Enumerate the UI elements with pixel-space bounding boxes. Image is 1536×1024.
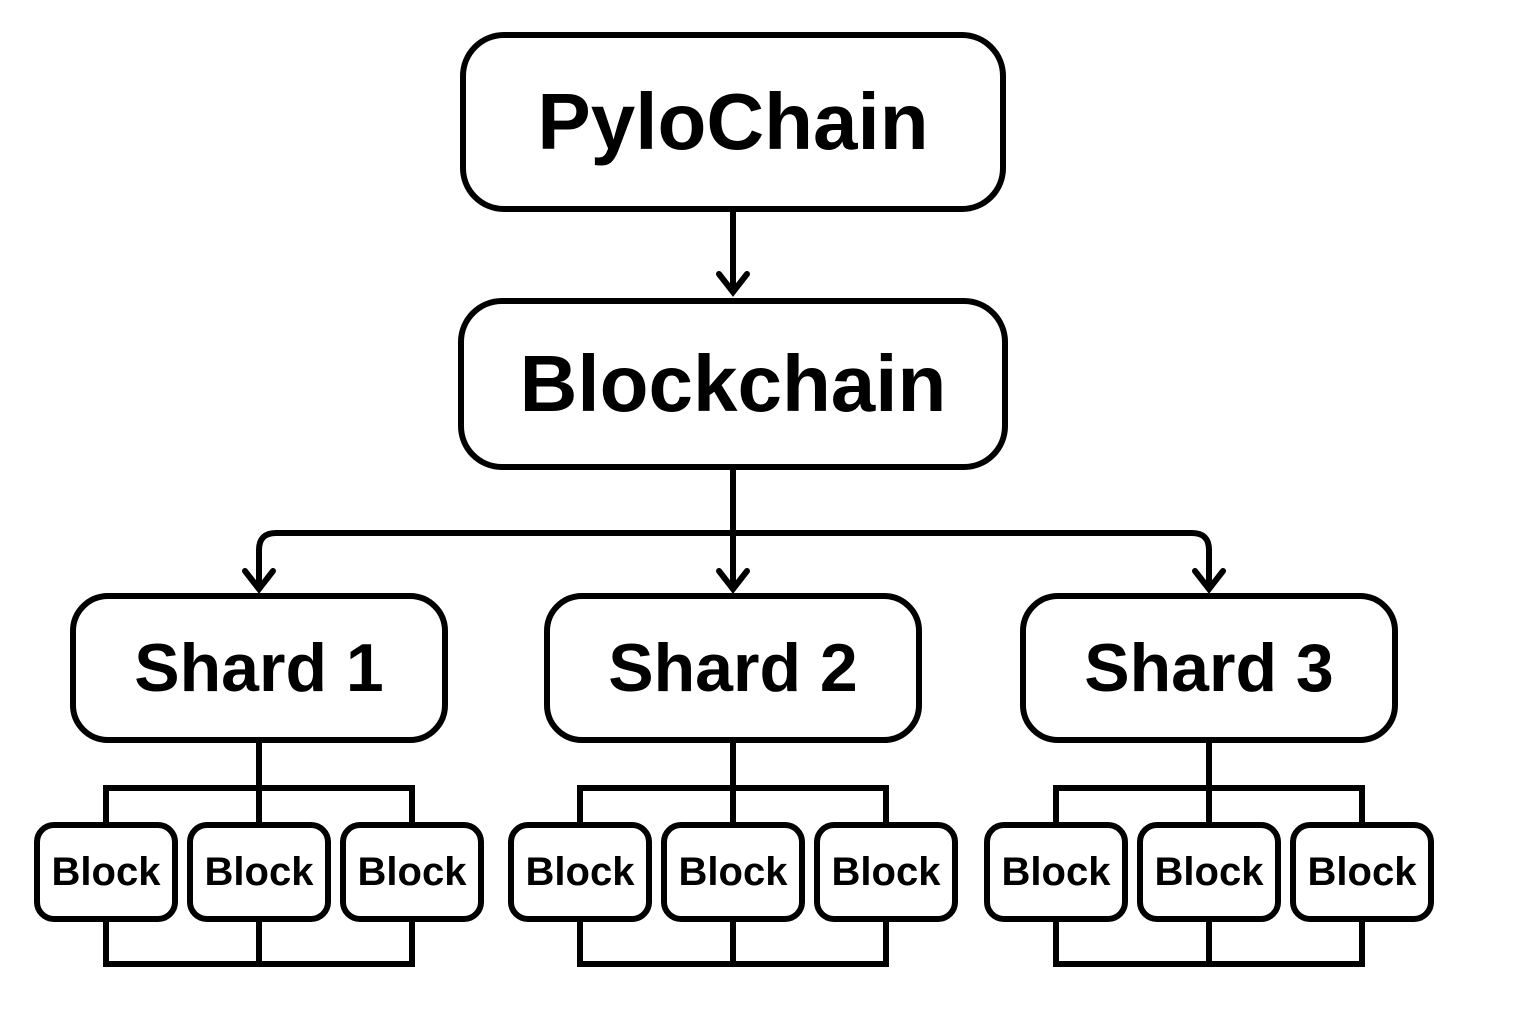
node-blockchain-label: Blockchain <box>519 339 947 428</box>
bus-shard2-top <box>577 785 889 822</box>
bus-shard1-top <box>103 785 415 822</box>
node-block-label: Block <box>1307 849 1417 894</box>
node-block-label: Block <box>678 849 788 894</box>
node-block: Block <box>984 822 1128 922</box>
node-shard-3-label: Shard 3 <box>1084 630 1334 706</box>
node-block: Block <box>34 822 178 922</box>
node-shard-2: Shard 2 <box>544 593 922 743</box>
node-block: Block <box>340 822 484 922</box>
node-block-label: Block <box>525 849 635 894</box>
edge-blockchain-to-shard3 <box>733 530 1212 588</box>
node-blockchain: Blockchain <box>458 298 1008 470</box>
arrowhead-blockchain <box>716 271 750 297</box>
node-shard-1-label: Shard 1 <box>134 630 384 706</box>
node-shard-2-label: Shard 2 <box>608 630 858 706</box>
node-pylochain-label: PyloChain <box>537 77 929 166</box>
node-block: Block <box>508 822 652 922</box>
bus-shard3-top <box>1053 785 1365 822</box>
node-block: Block <box>661 822 805 922</box>
arrowhead-shard1 <box>242 568 276 594</box>
node-block: Block <box>814 822 958 922</box>
node-block-label: Block <box>1154 849 1264 894</box>
arrowhead-shard2 <box>716 568 750 594</box>
node-block-label: Block <box>831 849 941 894</box>
node-block: Block <box>1290 822 1434 922</box>
edge-blockchain-to-shard1 <box>256 530 733 588</box>
node-block: Block <box>187 822 331 922</box>
node-block-label: Block <box>204 849 314 894</box>
node-block-label: Block <box>1001 849 1111 894</box>
arrowhead-shard3 <box>1192 568 1226 594</box>
node-block: Block <box>1137 822 1281 922</box>
node-block-label: Block <box>51 849 161 894</box>
node-shard-1: Shard 1 <box>70 593 448 743</box>
node-pylochain: PyloChain <box>460 32 1006 212</box>
node-shard-3: Shard 3 <box>1020 593 1398 743</box>
node-block-label: Block <box>357 849 467 894</box>
